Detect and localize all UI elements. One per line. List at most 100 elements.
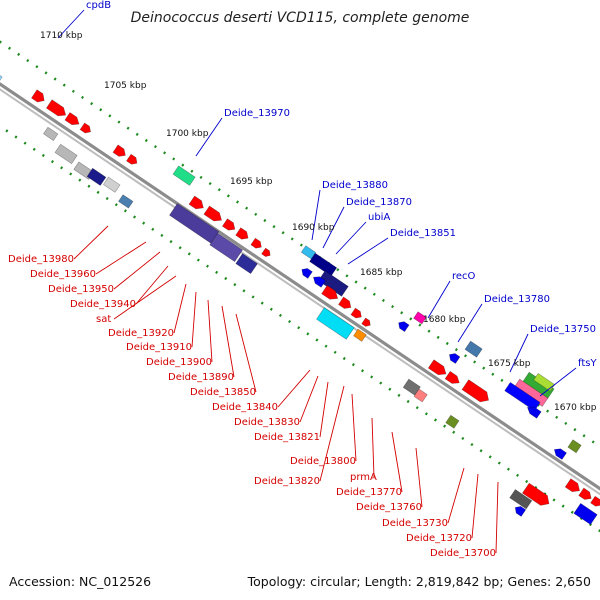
gene-38 [402, 378, 421, 396]
leader-bottom-6 [191, 291, 197, 348]
gene-17 [209, 232, 243, 263]
leader-bottom-11 [299, 375, 319, 423]
ruler-tick-label-3: 1695 kbp [230, 177, 273, 187]
gene-47 [513, 378, 549, 407]
gene-6 [79, 122, 91, 134]
gene-37 [398, 321, 410, 333]
gene-59 [573, 502, 598, 525]
leader-bottom-14 [319, 385, 345, 482]
gene-27 [317, 270, 349, 297]
gene-label-Deide_13760: Deide_13760 [356, 502, 422, 513]
gene-43 [464, 340, 483, 358]
leader-bottom-5 [173, 283, 187, 334]
gene-label-Deide_13821: Deide_13821 [254, 432, 320, 443]
leader-bottom-15 [371, 417, 375, 478]
ruler-tick-label-0: 1710 kbp [40, 31, 83, 41]
gene-label-Deide_13900: Deide_13900 [146, 357, 212, 368]
gene-29 [313, 276, 327, 288]
leader-top-1 [195, 117, 223, 157]
gene-57 [578, 487, 592, 500]
leader-top-3 [322, 206, 345, 249]
leader-bottom-8 [221, 305, 235, 378]
gene-label-Deide_13850: Deide_13850 [190, 387, 256, 398]
gene-label-Deide_13770: Deide_13770 [336, 487, 402, 498]
gene-20 [203, 205, 222, 222]
gene-label-sat: sat [96, 314, 111, 325]
gene-22 [235, 227, 249, 240]
gene-24 [261, 247, 271, 257]
leader-bottom-1 [95, 241, 147, 275]
gene-28 [301, 268, 313, 279]
gene-label-Deide_13950: Deide_13950 [48, 284, 114, 295]
gene-4 [45, 99, 67, 117]
gene-label-Deide_13960: Deide_13960 [30, 269, 96, 280]
ruler-tick-label-8: 1670 kbp [554, 403, 597, 413]
ruler-tick-label-6: 1680 kbp [423, 315, 466, 325]
map-title: Deinococcus deserti VCD115, complete gen… [131, 10, 470, 26]
leader-bottom-17 [415, 447, 423, 508]
gene-53 [521, 482, 550, 506]
gene-3 [31, 89, 45, 103]
gene-label-Deide_13830: Deide_13830 [234, 417, 300, 428]
gene-56 [564, 478, 580, 493]
backbone-line-1 [0, 88, 600, 496]
leader-bottom-20 [495, 481, 499, 554]
gene-label-Deide_13700: Deide_13700 [430, 548, 496, 559]
leader-bottom-16 [391, 431, 403, 493]
gene-44 [449, 353, 461, 364]
gene-label-Deide_13870: Deide_13870 [346, 197, 412, 208]
gene-30 [316, 307, 355, 340]
gene-41 [444, 370, 460, 384]
gene-label-Deide_13720: Deide_13720 [406, 533, 472, 544]
gene-33 [350, 307, 362, 319]
gene-49 [533, 372, 556, 392]
gene-label-Deide_13730: Deide_13730 [382, 518, 448, 529]
gene-16 [169, 203, 220, 244]
backbone-line-0 [0, 82, 600, 491]
leader-bottom-3 [135, 265, 169, 305]
ruler-tick-label-4: 1690 kbp [292, 223, 335, 233]
leader-bottom-0 [73, 225, 109, 260]
gene-label-Deide_13890: Deide_13890 [168, 372, 234, 383]
leader-bottom-10 [277, 369, 311, 408]
gene-label-Deide_13880: Deide_13880 [322, 180, 388, 191]
gene-39 [413, 388, 428, 403]
leader-bottom-7 [207, 299, 213, 363]
gene-label-ubiA: ubiA [368, 212, 390, 223]
gene-11 [102, 176, 121, 193]
leader-top-0 [57, 9, 85, 39]
genes-layer [0, 75, 600, 525]
gene-10 [86, 167, 107, 186]
gene-7 [43, 126, 59, 142]
gene-label-Deide_13800: Deide_13800 [290, 456, 356, 467]
gene-label-Deide_13851: Deide_13851 [390, 228, 456, 239]
leader-top-7 [457, 303, 483, 343]
gene-50 [526, 406, 542, 419]
gene-45 [445, 414, 460, 429]
leader-top-5 [347, 237, 389, 265]
gene-18 [235, 253, 258, 275]
gene-58 [590, 495, 600, 507]
leader-bottom-19 [471, 473, 479, 539]
gene-5 [64, 112, 80, 126]
leader-bottom-4 [113, 275, 177, 320]
gene-label-Deide_13840: Deide_13840 [212, 402, 278, 413]
label-leaders-layer [57, 9, 577, 554]
gene-32 [338, 296, 352, 309]
leader-bottom-18 [447, 467, 465, 524]
leader-top-9 [539, 367, 577, 397]
gene-label-recO: recO [452, 271, 476, 282]
leader-bottom-9 [235, 313, 257, 393]
ruler-tick-label-2: 1700 kbp [166, 129, 209, 139]
gene-42 [461, 379, 489, 403]
gene-label-Deide_13980: Deide_13980 [8, 254, 74, 265]
leader-bottom-12 [319, 381, 329, 438]
leader-top-2 [311, 189, 321, 241]
backbone-layer [0, 82, 600, 496]
topology-summary-text: Topology: circular; Length: 2,819,842 bp… [247, 574, 591, 589]
ruler-tick-label-7: 1675 kbp [488, 359, 531, 369]
leader-bottom-2 [113, 251, 161, 290]
